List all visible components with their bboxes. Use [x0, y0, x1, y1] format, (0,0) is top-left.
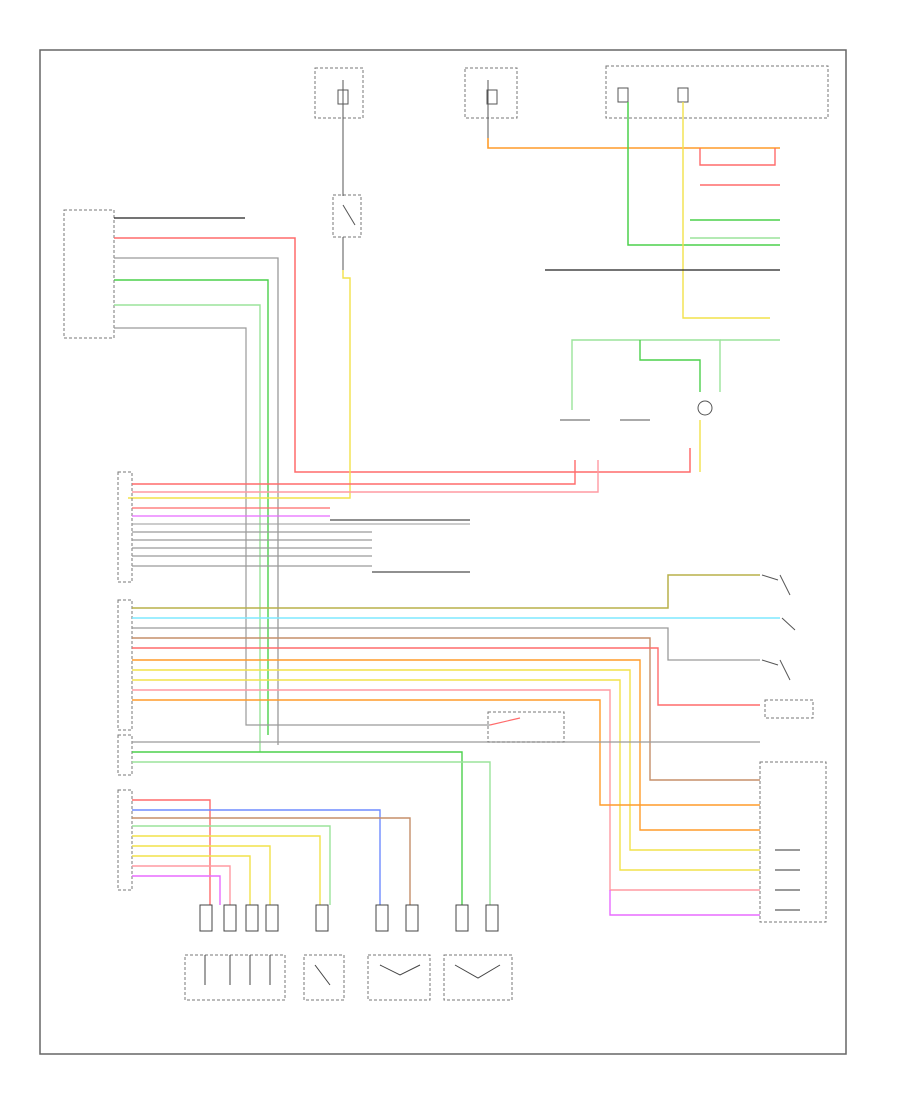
wire-pcm-bot-5 — [132, 835, 321, 905]
wire-red-top — [699, 148, 776, 166]
throttle-position-sensor — [184, 954, 286, 1001]
diagram-border — [39, 49, 847, 1055]
wire-pcm-mid-6 — [132, 659, 760, 831]
wire-lightgreen-sensor — [114, 304, 261, 752]
wire-pcm-bot-9 — [132, 875, 221, 905]
right-switches — [761, 574, 814, 719]
wire-pcm-mid-9 — [132, 689, 760, 891]
wire-pcm-mid-1 — [132, 574, 760, 609]
wire-red-sensor — [114, 237, 691, 473]
wire-green-sensor — [114, 279, 269, 735]
wire-pcm-2 — [132, 460, 599, 493]
wire-pcm-1 — [132, 460, 576, 485]
wire-pcm-bot-3 — [132, 817, 411, 905]
fuse-block-right — [464, 67, 518, 140]
transmission-fluid-temp-sensor — [303, 954, 345, 1001]
wire-pcm-low-3 — [132, 761, 491, 905]
bottom-connectors — [199, 904, 499, 932]
wire-pcm-bot-7 — [132, 855, 251, 905]
wire-pcm-bot-6 — [132, 845, 271, 905]
wire-pcm-mid-5 — [132, 647, 760, 706]
wire-pcm-mid-8 — [132, 679, 760, 871]
wire-pcm-bot-2 — [132, 809, 381, 905]
speed-sensor-right — [487, 711, 565, 743]
fuse-block-power-distribution — [605, 65, 829, 119]
turbine-shaft-speed-sensor — [443, 954, 513, 1001]
wire-gray-sensor — [114, 257, 279, 745]
wire-gray-sensor-2 — [114, 327, 490, 726]
wire-pcm-bot-8 — [132, 865, 231, 905]
wire-yellow-right — [682, 102, 770, 319]
wire-orange-top — [487, 138, 780, 149]
wire-violet-trans — [609, 890, 760, 916]
wire-pcm-bot-4 — [132, 825, 331, 905]
fuse-block-left — [314, 67, 364, 170]
transmission-connector — [759, 761, 827, 923]
brake-switch — [560, 400, 713, 421]
wire-pcm-bot-1 — [132, 799, 211, 905]
wire-pcm-mid-4 — [132, 637, 760, 781]
wire-pcm-mid-7 — [132, 669, 760, 851]
wire-green-brake — [571, 339, 721, 410]
wire-green-brake-2 — [639, 340, 701, 392]
transmission-relay — [332, 170, 362, 270]
wire-green-right — [627, 102, 780, 246]
wire-pcm-mid-3 — [132, 627, 760, 661]
sensor-left-top — [63, 209, 115, 339]
output-shaft-speed-sensor — [367, 954, 431, 1001]
pcm-connector — [117, 471, 133, 891]
wire-pcm-mid-10 — [132, 699, 760, 806]
wire-pcm-low-2 — [132, 751, 463, 905]
wire-yellow-relay — [128, 270, 351, 499]
